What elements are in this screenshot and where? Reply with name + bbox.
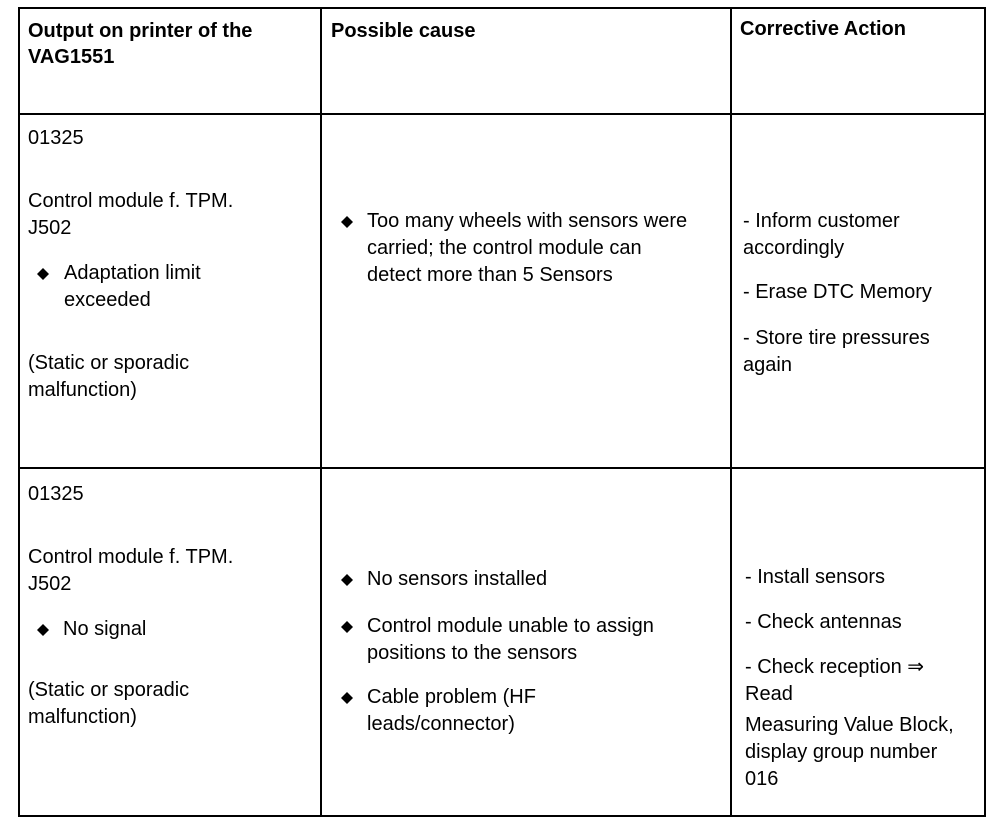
row-2-action-1: - Install sensors (745, 566, 886, 588)
row-2-cause-text-1: No sensors installed (367, 568, 548, 590)
diamond-bullet-icon (37, 624, 49, 636)
row-1-malfunction-type: (Static or sporadic malfunction) (28, 352, 190, 401)
row-1-action-3: - Store tire pressures again (743, 327, 930, 376)
row-2-fault-text: No signal (63, 618, 147, 640)
header-output: Output on printer of the VAG1551 (28, 18, 313, 70)
row-1-action-2: - Erase DTC Memory (743, 281, 932, 303)
row-1-fault-bullet: Adaptation limit exceeded (28, 260, 239, 314)
row-1-fault-text: Adaptation limit exceeded (64, 262, 201, 311)
table-border-bottom (18, 815, 986, 817)
row-1-fault-code: 01325 (28, 127, 84, 149)
row-2-component: Control module f. TPM. J502 (28, 546, 234, 595)
header-output-text: Output on printer of the VAG1551 (28, 20, 253, 68)
header-row-divider (18, 113, 986, 115)
row-2-action-4: Measuring Value Block, display group num… (745, 714, 954, 790)
row-1-output-cell: 01325 Control module f. TPM. J502 Adapta… (28, 125, 268, 404)
diamond-bullet-icon (341, 574, 353, 586)
row-2-cause-text-3: Cable problem (HF leads/connector) (367, 686, 536, 735)
row-1-action-cell: - Inform customer accordingly - Erase DT… (743, 208, 968, 379)
row-1-cause-cell: Too many wheels with sensors were carrie… (340, 208, 700, 289)
column-divider-2 (730, 7, 732, 817)
row-2-cause-bullet-3: Cable problem (HF leads/connector) (340, 684, 577, 738)
row-2-cause-bullet-2: Control module unable to assign position… (340, 613, 700, 667)
row-divider (18, 467, 986, 469)
row-2-output-cell: 01325 Control module f. TPM. J502 No sig… (28, 481, 268, 731)
table-border-right (984, 7, 986, 817)
header-action-text: Corrective Action (740, 18, 906, 40)
row-1-cause-bullet: Too many wheels with sensors were carrie… (340, 208, 700, 289)
table-border-top (18, 7, 986, 9)
row-2-fault-code: 01325 (28, 483, 84, 505)
row-1-action-1: - Inform customer accordingly (743, 210, 900, 259)
row-2-action-3: - Check reception ⇒ Read (745, 656, 925, 705)
row-2-fault-bullet: No signal (28, 616, 238, 643)
diamond-bullet-icon (341, 621, 353, 633)
row-1-cause-text: Too many wheels with sensors were carrie… (367, 210, 688, 286)
row-2-cause-cell: No sensors installed Control module unab… (340, 566, 700, 738)
row-1-component: Control module f. TPM. J502 (28, 190, 234, 239)
diamond-bullet-icon (341, 692, 353, 704)
row-2-action-2: - Check antennas (745, 611, 902, 633)
row-2-malfunction-type: (Static or sporadic malfunction) (28, 679, 190, 728)
table-border-left (18, 7, 20, 817)
row-2-cause-text-2: Control module unable to assign position… (367, 615, 654, 664)
row-2-action-cell: - Install sensors - Check antennas - Che… (745, 564, 970, 793)
header-cause: Possible cause (331, 18, 721, 44)
column-divider-1 (320, 7, 322, 817)
header-cause-text: Possible cause (331, 20, 476, 42)
row-2-cause-bullet-1: No sensors installed (340, 566, 700, 593)
diamond-bullet-icon (341, 216, 353, 228)
diamond-bullet-icon (37, 268, 49, 280)
header-action: Corrective Action (740, 16, 980, 42)
